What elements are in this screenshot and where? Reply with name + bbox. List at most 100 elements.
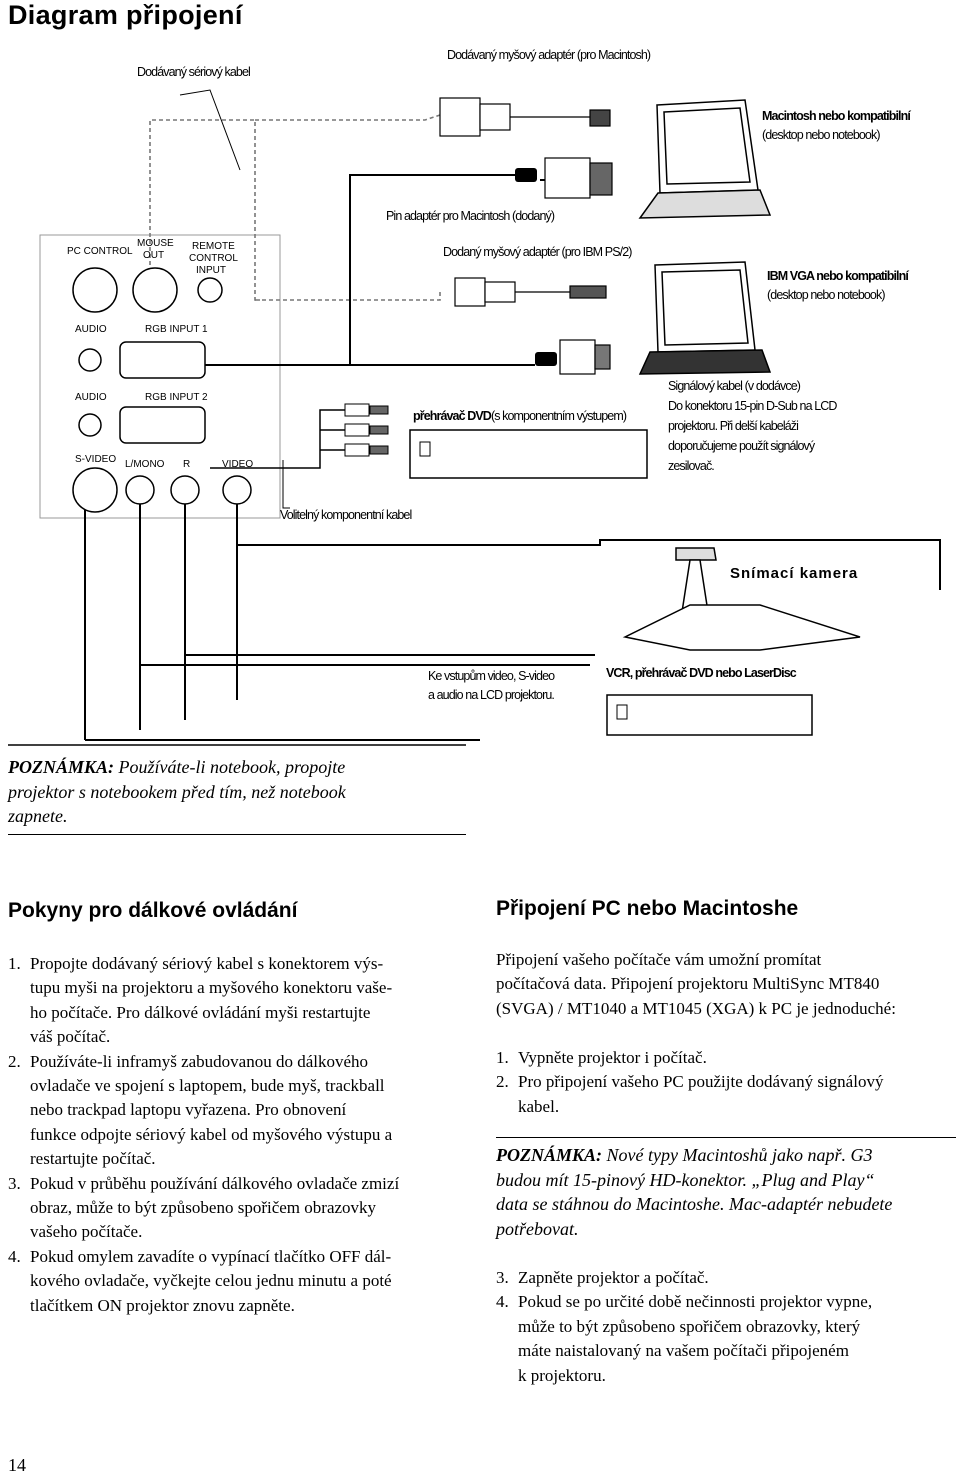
- dvd-player-suffix: (s komponentním výstupem): [490, 409, 627, 423]
- pc-control-port: [72, 267, 118, 313]
- caption-signal-cable-1: Signálový kabel (v dodávce): [668, 379, 801, 393]
- serial-cable-pointer: [179, 89, 241, 171]
- port-label-audio2: AUDIO: [75, 392, 107, 403]
- list-item-number: 3.: [8, 1173, 21, 1193]
- ibm-serial-line: [255, 292, 441, 301]
- connection-diagram: [8, 89, 941, 746]
- list-item: 2.Používáte-li inframyš zabudovanou do d…: [8, 1050, 478, 1172]
- port-label-svideo: S-VIDEO: [75, 454, 117, 465]
- r-port: [170, 475, 200, 505]
- caption-signal-cable-2: Do konektoru 15-pin D-Sub na LCD: [668, 399, 837, 413]
- left-list: 1.Propojte dodávaný sériový kabel s kone…: [8, 952, 478, 1318]
- caption-signal-cable-3: projektoru. Při delší kabeláži: [668, 419, 799, 433]
- ibm-mouse-adapter-graphic: [454, 277, 611, 375]
- ibm-cable-plug: [535, 352, 557, 366]
- port-label-pc-control: PC CONTROL: [67, 246, 133, 257]
- right-intro-line: (SVGA) / MT1040 a MT1045 (XGA) k PC je j…: [496, 998, 896, 1018]
- rgb1-port: [119, 341, 206, 379]
- caption-ibm-mouse-adapter: Dodaný myšový adaptér (pro IBM PS/2): [443, 245, 632, 259]
- caption-signal-cable-5: zesilovač.: [668, 459, 715, 473]
- caption-signal-cable-4: doporučujeme použít signálový: [668, 439, 815, 453]
- projector-panel-outline: [39, 234, 281, 519]
- list-item: 4.Pokud omylem zavadíte o vypínací tlačí…: [8, 1245, 478, 1318]
- caption-ibm-computer: IBM VGA nebo kompatibilní: [767, 269, 909, 283]
- list-item-line: funkce odpojte sériový kabel od myšového…: [30, 1124, 393, 1144]
- port-label-rgb2: RGB INPUT 2: [145, 392, 208, 403]
- mouse-out-port: [132, 267, 178, 313]
- port-label-input: INPUT: [196, 265, 226, 276]
- component-cable-pointer: [282, 460, 290, 509]
- port-label-r: R: [183, 459, 191, 470]
- list-item-line: kabel.: [518, 1096, 560, 1116]
- vcr-box: [606, 694, 813, 736]
- port-label-rgb1: RGB INPUT 1: [145, 324, 208, 335]
- note-top-line1: Používáte-li notebook, propojte: [118, 757, 346, 777]
- port-label-remote: REMOTE: [192, 241, 235, 252]
- mac-mouse-adapter-graphic: [439, 97, 613, 199]
- mac-serial-line: [255, 114, 441, 121]
- dvd-player-label: přehrávač DVD: [413, 409, 492, 423]
- list-item-line: Pro připojení vašeho PC použijte dodávan…: [518, 1072, 884, 1092]
- page-number: 14: [8, 1455, 26, 1475]
- list-item-number: 4.: [8, 1246, 21, 1266]
- list-item-number: 3.: [496, 1268, 509, 1287]
- right-note: POZNÁMKA: Nové typy Macintoshů jako např…: [496, 1143, 956, 1241]
- right-note-line: budou mít 15-pinový HD-konektor. „Plug a…: [496, 1169, 875, 1190]
- list-item-line: obraz, může to být způsobeno spořičem ob…: [30, 1198, 377, 1218]
- note-top-bottom-rule: [8, 834, 466, 835]
- note-top-line3: zapnete.: [8, 806, 68, 826]
- right-note-line: data se stáhnou do Macintoshe. Mac-adapt…: [496, 1194, 893, 1214]
- mac-laptop-graphic: [638, 99, 772, 219]
- list-item-number: 1.: [496, 1048, 509, 1067]
- list-item-line: může to být způsobeno spořičem obrazovky…: [518, 1316, 861, 1336]
- rca-plugs: [344, 403, 389, 457]
- caption-mac-computer-sub: (desktop nebo notebook): [762, 128, 880, 142]
- caption-video-inputs-2: a audio na LCD projektoru.: [428, 688, 555, 702]
- video-port: [222, 475, 252, 505]
- port-label-lmono: L/MONO: [125, 459, 165, 470]
- right-steps-a: 1.Vypněte projektor i počítač.2.Pro přip…: [496, 1046, 956, 1119]
- note-top: POZNÁMKA: Používáte-li notebook, propojt…: [8, 755, 468, 829]
- port-label-out: OUT: [143, 250, 165, 261]
- caption-pin-adapter: Pin adaptér pro Macintosh (dodaný): [386, 209, 555, 223]
- projector-ports: [72, 267, 252, 513]
- audio2-port: [78, 413, 102, 437]
- list-item-line: ho počítače. Pro dálkové ovládání myši r…: [30, 1002, 371, 1022]
- caption-ibm-computer-sub: (desktop nebo notebook): [767, 288, 885, 302]
- right-note-line: Nové typy Macintoshů jako např. G3: [606, 1145, 873, 1165]
- list-item-number: 2.: [8, 1051, 21, 1071]
- serial-cable-line: [149, 119, 260, 301]
- list-item-line: tupu myši na projektoru a myšového konek…: [30, 978, 393, 998]
- right-intro: Připojení vašeho počítače vám umožní pro…: [496, 948, 956, 1021]
- list-item-line: k projektoru.: [518, 1365, 606, 1385]
- caption-component-cable: Volitelný komponentní kabel: [280, 508, 412, 522]
- list-item-line: Pokud se po určité době nečinnosti proje…: [518, 1292, 873, 1312]
- right-note-label: POZNÁMKA:: [496, 1145, 603, 1165]
- left-heading: Pokyny pro dálkové ovládání: [8, 899, 298, 922]
- port-label-mouse: MOUSE: [137, 238, 174, 249]
- list-item-number: 4.: [496, 1292, 509, 1312]
- rgb-cable-mac: [190, 174, 515, 366]
- list-item-line: ovladače ve spojení s laptopem, bude myš…: [30, 1076, 385, 1096]
- rgb2-port: [119, 406, 206, 444]
- component-cable-1: [210, 409, 345, 469]
- right-intro-line: Připojení vašeho počítače vám umožní pro…: [496, 950, 822, 969]
- list-item: 2.Pro připojení vašeho PC použijte dodáv…: [496, 1070, 956, 1119]
- list-item-line: Propojte dodávaný sériový kabel s konekt…: [30, 954, 384, 973]
- list-item-line: kového ovladače, vyčkejte celou jednu mi…: [30, 1271, 392, 1291]
- right-heading: Připojení PC nebo Macintoshe: [496, 897, 799, 920]
- right-note-line: potřebovat.: [496, 1218, 579, 1239]
- caption-vcr: VCR, přehrávač DVD nebo LaserDisc: [606, 666, 797, 680]
- list-item: 4. Pokud se po určité době nečinnosti pro…: [496, 1290, 956, 1388]
- list-item: 3.Zapněte projektor a počítač.: [496, 1266, 956, 1290]
- dvd-player-box: [409, 429, 648, 479]
- list-item: 1.Propojte dodávaný sériový kabel s kone…: [8, 952, 478, 1050]
- lmono-port: [125, 475, 155, 505]
- svideo-port: [72, 467, 118, 513]
- note-top-line2: projektor s notebookem před tím, než not…: [8, 781, 346, 802]
- list-item: 3.Pokud v průběhu používání dálkového ov…: [8, 1172, 478, 1245]
- list-item-line: nebo trackpad laptopu vyřazena. Pro obno…: [30, 1100, 347, 1120]
- document-camera-graphic: [622, 547, 861, 651]
- right-note-top-rule: [496, 1137, 956, 1138]
- list-item-line: restartujte počítač.: [30, 1149, 156, 1169]
